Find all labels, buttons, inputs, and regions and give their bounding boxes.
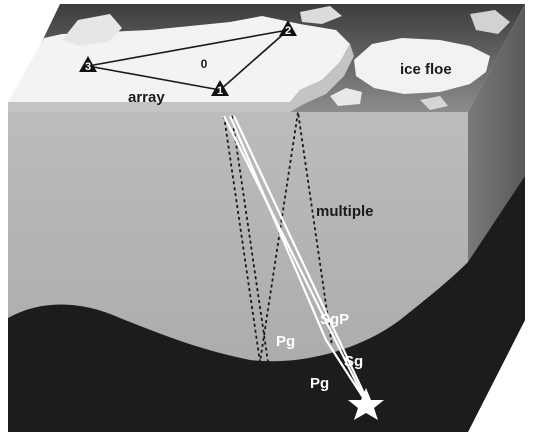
star-icon	[348, 388, 384, 420]
sg-label: Sg	[344, 353, 363, 370]
main-ice-floe-edge	[8, 44, 354, 112]
sensor-label: 1	[217, 85, 223, 97]
multiple-label: multiple	[316, 203, 374, 220]
ray-sgp	[228, 115, 367, 403]
sensor-0: 0	[201, 57, 208, 71]
direct-ray-paths	[223, 115, 369, 403]
small-ice-floe	[330, 88, 362, 106]
triangle-icon	[279, 20, 297, 36]
seabed	[8, 176, 525, 432]
sensor-label: 0	[201, 57, 208, 71]
sensor-1: 1	[211, 80, 229, 97]
small-ice-floe	[62, 14, 122, 46]
sensor-2: 2	[279, 20, 297, 37]
sensor-label: 2	[285, 25, 291, 37]
pg-upper-label: Pg	[276, 333, 295, 350]
array-label: array	[128, 89, 165, 106]
pg-lower-label: Pg	[310, 375, 329, 392]
array-link	[87, 65, 221, 91]
small-ice-floe	[420, 96, 448, 110]
sensor-label: 3	[85, 61, 91, 73]
array-link	[87, 29, 289, 67]
triangle-icon	[211, 80, 229, 96]
ray-pg	[223, 115, 367, 403]
triangle-icon	[79, 56, 97, 72]
sensor-3: 3	[79, 56, 97, 73]
ice-floes	[8, 6, 510, 112]
array-link	[219, 29, 289, 91]
small-ice-floe	[470, 10, 510, 34]
ice-floe-label: ice floe	[400, 61, 452, 78]
array-links	[87, 29, 289, 91]
small-ice-floe	[300, 6, 342, 24]
right-ice-floe	[354, 38, 490, 94]
sgp-label: SgP	[320, 311, 349, 328]
ray-sg	[233, 115, 369, 403]
multiple-ray-path	[223, 111, 333, 363]
multiple-ray-paths	[223, 111, 333, 363]
